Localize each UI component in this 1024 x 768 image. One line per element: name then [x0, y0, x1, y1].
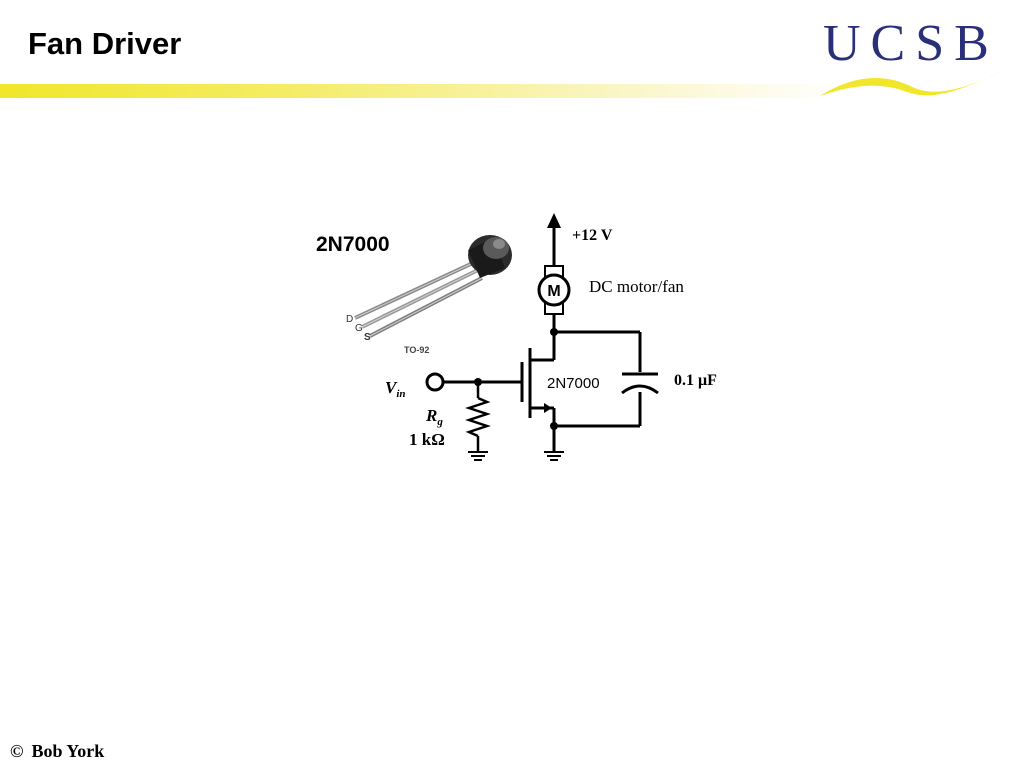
capacitor-symbol [621, 372, 659, 395]
resistor-name-label: Rg [425, 406, 443, 428]
input-terminal-icon [425, 372, 445, 392]
supply-voltage-label: +12 V [572, 227, 613, 244]
logo-wave-icon [820, 70, 1005, 96]
title-underline-bar [0, 84, 840, 98]
pin-g-label: G [355, 323, 363, 334]
mosfet-label: 2N7000 [547, 375, 600, 392]
capacitor-value-label: 0.1 μF [674, 372, 717, 389]
resistor-symbol [465, 382, 491, 452]
ucsb-logo: UCSB [815, 14, 1010, 104]
footer-credit: © Bob York [10, 741, 104, 762]
pin-d-label: D [346, 314, 353, 325]
supply-arrow-icon [547, 213, 561, 266]
slide-title: Fan Driver [28, 26, 182, 61]
logo-text: UCSB [823, 15, 999, 72]
drain-junction-dot [550, 328, 558, 336]
ground-icon-source [544, 451, 564, 461]
source-junction-dot [550, 422, 558, 430]
motor-symbol-letter: M [547, 283, 560, 300]
package-part-label: 2N7000 [316, 233, 390, 256]
input-voltage-label: Vin [385, 378, 406, 400]
to92-package-illustration [342, 235, 522, 350]
motor-label: DC motor/fan [589, 277, 684, 296]
copyright-symbol: © [10, 741, 24, 761]
motor-symbol [537, 265, 571, 315]
footer-author: Bob York [31, 741, 105, 761]
schematic-diagram: 2N7000 D G S TO-92 +12 V M DC motor/fan … [316, 213, 717, 461]
package-type-label: TO-92 [404, 345, 429, 355]
mosfet-arrow-icon [544, 403, 552, 413]
mosfet-symbol [476, 348, 532, 418]
resistor-value-label: 1 kΩ [409, 430, 445, 449]
pin-s-label: S [364, 332, 371, 343]
ground-icon-resistor [468, 451, 488, 461]
